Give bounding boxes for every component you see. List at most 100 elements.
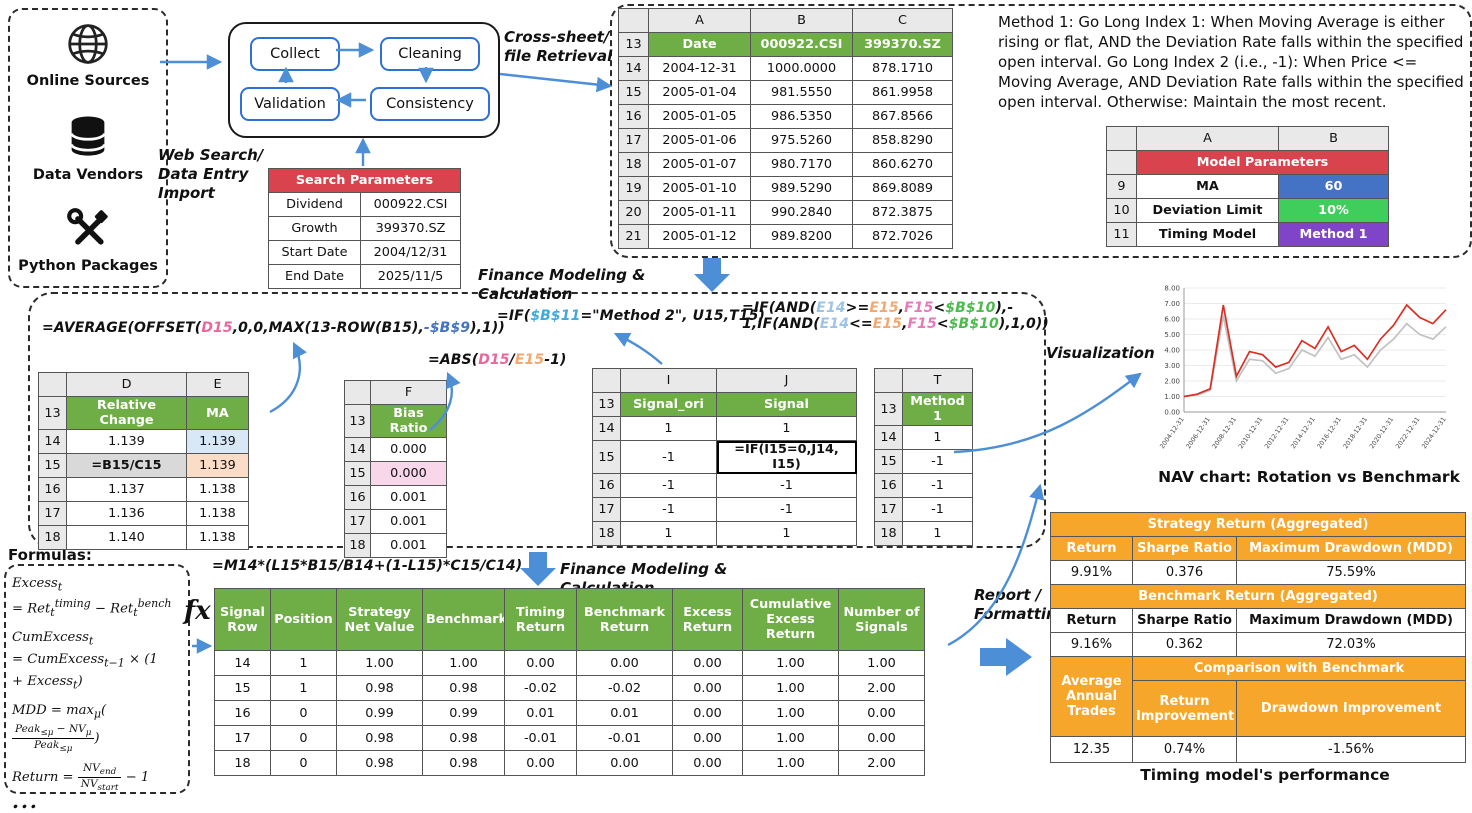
retrieval-section-box bbox=[610, 4, 1472, 258]
table-cell: 10% bbox=[1278, 198, 1389, 223]
table-cell: -0.01 bbox=[504, 725, 577, 751]
row-number: 14 bbox=[618, 56, 649, 81]
flow-node-consistency: Consistency bbox=[370, 87, 490, 121]
table-cell: 1.138 bbox=[186, 525, 249, 550]
table-cell: -1 bbox=[902, 473, 973, 498]
table-cell: Strategy Net Value bbox=[336, 588, 423, 651]
table-cell: 18 bbox=[214, 750, 271, 776]
table-cell: 1.139 bbox=[186, 453, 249, 478]
table-row: 15-1 bbox=[874, 449, 973, 474]
table-cell: Maximum Drawdown (MDD) bbox=[1235, 608, 1467, 633]
svg-text:5.00: 5.00 bbox=[1164, 331, 1180, 339]
table-cell: 75.59% bbox=[1235, 560, 1467, 585]
row-number: 16 bbox=[874, 473, 903, 498]
table-cell: Excess Return bbox=[672, 588, 743, 651]
table-cell: 0.000 bbox=[370, 437, 447, 462]
table-cell: 9.91% bbox=[1050, 560, 1133, 585]
svg-text:1.00: 1.00 bbox=[1164, 393, 1180, 401]
table-cell: 0.01 bbox=[576, 700, 673, 726]
table-row: Benchmark Return (Aggregated) bbox=[1049, 584, 1467, 609]
sheet-corner bbox=[1106, 126, 1137, 151]
table-cell: 861.9958 bbox=[852, 80, 953, 105]
column-header: A bbox=[648, 8, 751, 33]
table-cell: 72.03% bbox=[1235, 632, 1467, 657]
table-cell: 1.139 bbox=[186, 429, 249, 454]
svg-text:6.00: 6.00 bbox=[1164, 316, 1180, 324]
table-cell: 1.00 bbox=[838, 650, 925, 676]
table-cell: Benchmark Return (Aggregated) bbox=[1049, 584, 1467, 609]
row-number: 15 bbox=[618, 80, 649, 105]
table-cell: 0.000 bbox=[370, 461, 447, 486]
table-cell: 2.00 bbox=[838, 750, 925, 776]
table-cell: 0 bbox=[270, 750, 337, 776]
column-header: E bbox=[186, 372, 249, 397]
table-cell: Comparison with Benchmark bbox=[1131, 656, 1467, 681]
row-number: 13 bbox=[592, 392, 621, 417]
table-cell: 0.00 bbox=[672, 650, 743, 676]
table-cell: 2005-01-04 bbox=[648, 80, 751, 105]
formula-net-value: =M14*(L15*B15/B14+(1-L15)*C15/C14) bbox=[212, 558, 523, 574]
table-cell: 000922.CSI bbox=[359, 192, 462, 217]
table-cell: 0.98 bbox=[336, 750, 423, 776]
column-header: C bbox=[852, 8, 953, 33]
nav-chart-svg: 8.007.006.005.004.003.002.001.000.002004… bbox=[1159, 285, 1448, 451]
row-number: 20 bbox=[618, 200, 649, 225]
row-number: 13 bbox=[874, 392, 903, 426]
svg-text:2008-12-31: 2008-12-31 bbox=[1211, 416, 1238, 450]
row-number: 13 bbox=[618, 32, 649, 57]
table-cell: Benchmark Return bbox=[576, 588, 673, 651]
row-number: 13 bbox=[38, 396, 67, 430]
block-arrow-right bbox=[980, 638, 1032, 676]
table-cell: Return bbox=[1050, 608, 1133, 633]
formula-abs: =ABS(D15/E15-1) bbox=[428, 352, 567, 368]
arrow-flow-to-sheet bbox=[499, 72, 613, 93]
table-cell: 2005-01-12 bbox=[648, 224, 751, 249]
flow-node-validation: Validation bbox=[240, 87, 340, 121]
table-cell: End Date bbox=[268, 264, 361, 289]
table-row: 17-1-1 bbox=[592, 497, 857, 522]
svg-text:2016-12-31: 2016-12-31 bbox=[1316, 416, 1343, 450]
ellipsis: ... bbox=[12, 788, 39, 813]
table-cell: 1.00 bbox=[336, 650, 423, 676]
table-cell: Position bbox=[270, 588, 337, 651]
row-number: 18 bbox=[618, 152, 649, 177]
svg-text:2012-12-31: 2012-12-31 bbox=[1264, 416, 1291, 450]
table-cell: -0.01 bbox=[576, 725, 673, 751]
svg-text:2004-12-31: 2004-12-31 bbox=[1159, 416, 1186, 450]
table-cell: Cumulative Excess Return bbox=[742, 588, 839, 651]
table-cell: -1 bbox=[620, 497, 717, 522]
table-cell: 0 bbox=[270, 725, 337, 751]
column-header: A bbox=[1136, 126, 1279, 151]
row-number: 17 bbox=[592, 497, 621, 522]
table-row: 17-1 bbox=[874, 497, 973, 522]
table-cell: 0.98 bbox=[422, 725, 505, 751]
table-cell: 60 bbox=[1278, 174, 1389, 199]
svg-text:7.00: 7.00 bbox=[1164, 300, 1180, 308]
table-cell: Relative Change bbox=[66, 396, 187, 430]
table-cell: 1 bbox=[270, 675, 337, 701]
column-header: D bbox=[66, 372, 187, 397]
data-pipeline-flowchart: Collect Cleaning Validation Consistency bbox=[228, 22, 500, 138]
table-cell: 15 bbox=[214, 675, 271, 701]
